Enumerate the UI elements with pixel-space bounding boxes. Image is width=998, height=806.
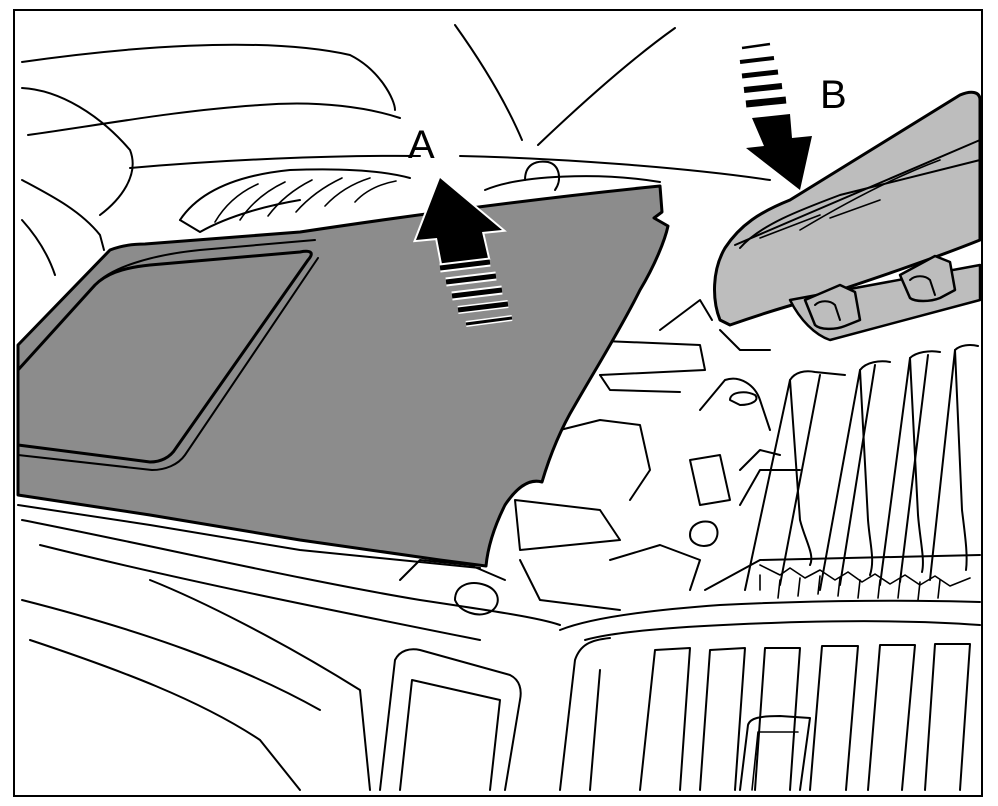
cover-b — [713, 90, 982, 342]
label-a: A — [408, 123, 435, 167]
clip-b1 — [803, 283, 862, 331]
background-linework — [21, 24, 981, 791]
dash-panel-a — [16, 184, 670, 569]
label-b: B — [820, 73, 847, 117]
arrow-up-icon — [412, 174, 513, 327]
arrow-down-icon — [739, 42, 812, 190]
